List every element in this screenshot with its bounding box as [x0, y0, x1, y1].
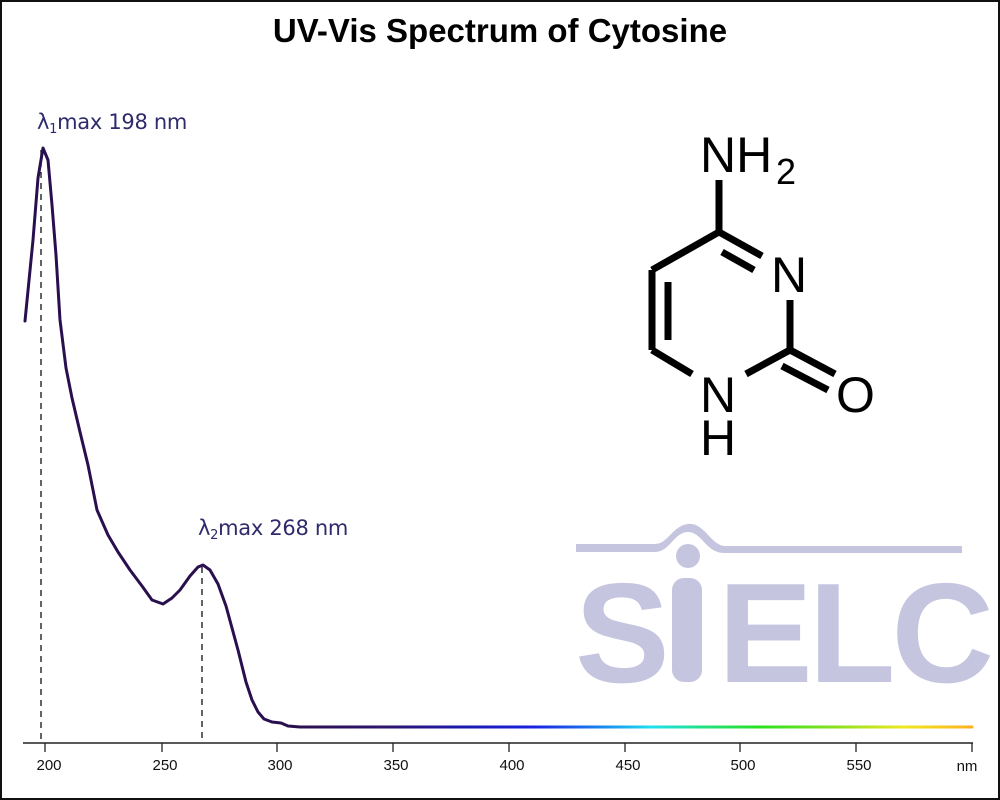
cytosine-structure: [648, 180, 837, 394]
cytosine-atom-labels: NH 2 N N H O: [700, 127, 875, 466]
svg-text:ELC: ELC: [718, 554, 990, 713]
x-tick-label: 350: [383, 757, 408, 774]
spectrum-curve: [23, 146, 974, 729]
peak2-annotation: λ2max 268 nm: [198, 516, 348, 543]
lambda-subscript: 2: [210, 528, 219, 543]
x-axis-unit: nm: [957, 758, 978, 775]
x-tick-label: 500: [730, 757, 755, 774]
chart-title: UV-Vis Spectrum of Cytosine: [272, 12, 728, 49]
lambda-symbol: λ: [198, 516, 211, 540]
x-tick-label: 450: [615, 757, 640, 774]
n3-label: N: [771, 247, 807, 303]
lambda-symbol: λ: [37, 110, 50, 134]
n1-hydrogen-label: H: [700, 410, 736, 466]
x-tick-label: 300: [267, 757, 292, 774]
amine-label: NH: [700, 127, 772, 183]
x-axis: 200 250 300 350 400 450 500 550 nm: [23, 742, 978, 775]
peak1-label: max 198 nm: [57, 110, 188, 134]
x-tick-label: 400: [499, 757, 524, 774]
x-tick-label: 200: [36, 757, 61, 774]
sielc-watermark-logo: S ELC: [575, 523, 994, 713]
amine-subscript: 2: [776, 151, 796, 192]
x-tick-label: 550: [846, 757, 871, 774]
n1-label: N: [700, 367, 736, 423]
watermark-text: S: [575, 554, 666, 713]
x-tick-label: 250: [152, 757, 177, 774]
oxygen-label: O: [836, 367, 875, 423]
peak2-label: max 268 nm: [218, 516, 349, 540]
peak1-annotation: λ1max 198 nm: [37, 110, 187, 137]
lambda-subscript: 1: [49, 122, 58, 137]
